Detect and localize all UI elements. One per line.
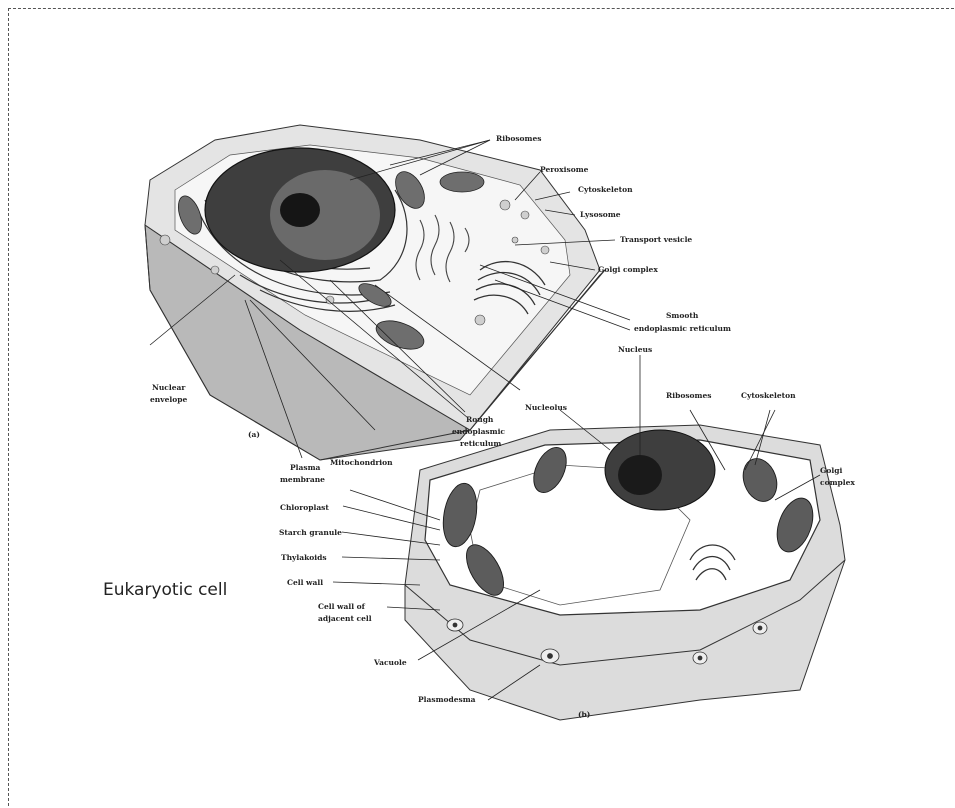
plant-cell: (b) (405, 425, 845, 720)
label-ribosomes-b: Ribosomes (666, 391, 711, 400)
label-ribosomes-a: Ribosomes (496, 134, 541, 143)
label-transport-vesicle: Transport vesicle (620, 235, 692, 244)
label-nucleolus: Nucleolus (525, 403, 567, 412)
label-plasma-membrane-1: Plasma (290, 463, 321, 472)
label-cytoskeleton-a: Cytoskeleton (578, 185, 633, 194)
figure-caption: Eukaryotic cell (103, 580, 227, 600)
label-mitochondrion: Mitochondrion (330, 458, 393, 467)
label-cell-wall-adjacent-2: adjacent cell (318, 614, 372, 623)
label-rough-er-1: Rough (466, 415, 494, 424)
label-rough-er-2: endoplasmic (452, 427, 505, 436)
label-nuclear-envelope-2: envelope (150, 395, 187, 404)
label-plasma-membrane-2: membrane (280, 475, 325, 484)
part-b-tag: (b) (578, 710, 590, 719)
label-thylakoids: Thylakoids (281, 553, 327, 562)
label-vacuole: Vacuole (373, 658, 407, 667)
label-cell-wall-adjacent-1: Cell wall of (318, 602, 366, 611)
label-chloroplast: Chloroplast (280, 503, 329, 512)
label-cell-wall: Cell wall (287, 578, 323, 587)
part-a-tag: (a) (248, 430, 260, 439)
label-golgi-complex-b-2: complex (820, 478, 855, 487)
label-nuclear-envelope-1: Nuclear (152, 383, 186, 392)
label-starch-granule: Starch granule (279, 528, 342, 537)
label-peroxisome: Peroxisome (540, 165, 589, 174)
label-nucleus: Nucleus (618, 345, 652, 354)
label-plasmodesma: Plasmodesma (418, 695, 476, 704)
label-smooth-er-1: Smooth (666, 311, 699, 320)
label-smooth-er-2: endoplasmic reticulum (634, 324, 731, 333)
label-rough-er-3: reticulum (460, 439, 501, 448)
label-lysosome: Lysosome (580, 210, 621, 219)
label-golgi-complex-a: Golgi complex (598, 265, 658, 274)
label-golgi-complex-b-1: Golgi (820, 466, 843, 475)
label-cytoskeleton-b: Cytoskeleton (741, 391, 796, 400)
